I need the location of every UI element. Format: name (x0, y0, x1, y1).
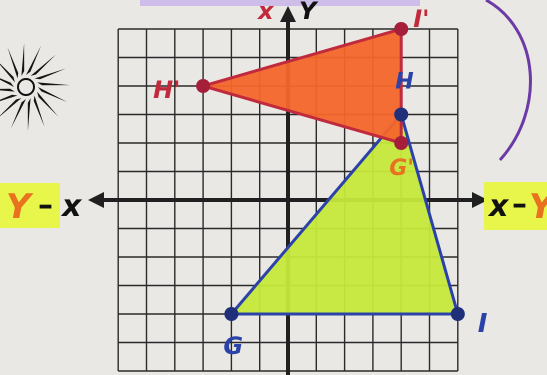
sun-ray (38, 87, 68, 103)
triangle-ghi (228, 111, 460, 316)
dot-i-prime (394, 22, 409, 36)
sun-ray (0, 63, 15, 83)
dot-h (394, 107, 409, 122)
x-axis-left-arrow (88, 192, 104, 208)
sun-ray (21, 43, 25, 76)
vertex-dots (196, 22, 465, 321)
top-axis-label-y: Y (299, 0, 319, 25)
sun-ray (34, 68, 66, 80)
purple-arc (485, 0, 532, 162)
sun-center (17, 78, 35, 96)
vertex-label-h-prime: H' (153, 76, 180, 104)
triangle-g-h-i-prime (197, 27, 403, 145)
sun-ray (0, 88, 15, 92)
top-axis-label-x: x (257, 0, 275, 25)
vertex-label-g-prime: G' (389, 156, 414, 181)
sun-ray (33, 95, 45, 127)
sun-ray (26, 45, 42, 75)
dot-g (224, 307, 239, 321)
vertex-label-i: I (478, 309, 488, 339)
top-strip (140, 0, 420, 6)
left-axis-label-x: x (60, 189, 83, 224)
y-axis-up-arrow (280, 6, 296, 22)
right-axis-label-x: x (487, 189, 510, 224)
sun-ray (0, 94, 18, 102)
left-axis-label-dash: – (38, 188, 53, 223)
sun-ray (27, 98, 31, 131)
dot-i (450, 307, 465, 321)
sun-ray (0, 78, 14, 87)
left-label-highlight (0, 183, 60, 228)
sun-ray (37, 91, 59, 117)
sun-ray (30, 54, 56, 76)
right-label-highlight (484, 182, 547, 230)
top-axis-label: x Y (257, 0, 319, 25)
right-axis-label-y: Y (529, 187, 547, 227)
vertex-label-h: H (395, 70, 413, 95)
sun-ray (0, 98, 22, 117)
x-axis-right-arrow (472, 192, 488, 208)
sun-ray (7, 47, 19, 79)
vertex-label-g: G (223, 332, 243, 360)
right-axis-label-dash: – (512, 187, 527, 222)
left-axis-label: Y – x (6, 187, 83, 227)
sun-swirl-icon (0, 43, 70, 131)
sun-ray (10, 99, 26, 129)
dot-g-prime (394, 136, 409, 150)
right-axis-label: x – Y (487, 187, 547, 227)
left-axis-label-y: Y (6, 187, 34, 227)
vertex-label-i-prime: I' (413, 5, 429, 33)
dot-h-prime (196, 79, 211, 93)
sun-ray (37, 82, 70, 86)
